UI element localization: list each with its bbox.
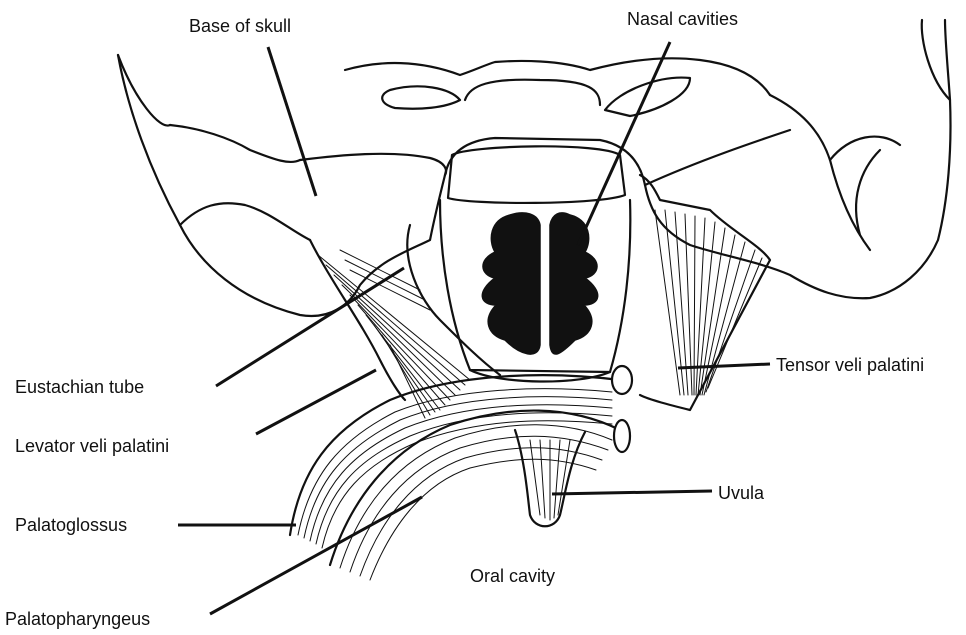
leader-palatopharyngeus: [210, 497, 422, 614]
label-uvula: Uvula: [718, 483, 764, 503]
leader-lines: [178, 42, 770, 614]
label-palatoglossus: Palatoglossus: [15, 515, 127, 535]
label-oral-cavity: Oral cavity: [470, 566, 555, 586]
label-tensor-veli-palatini: Tensor veli palatini: [776, 355, 924, 375]
label-eustachian-tube: Eustachian tube: [15, 377, 144, 397]
leader-tensor-veli-palatini: [678, 364, 770, 368]
palatal-arches: [290, 366, 632, 580]
label-base-of-skull: Base of skull: [189, 16, 291, 36]
label-palatopharyngeus: Palatopharyngeus: [5, 609, 150, 629]
leader-levator-veli-palatini: [256, 370, 376, 434]
leader-base-of-skull: [268, 47, 316, 196]
tensor-veli-palatini-muscle: [640, 175, 770, 410]
nasal-choanae: [482, 213, 597, 354]
label-nasal-cavities: Nasal cavities: [627, 9, 738, 29]
label-levator-veli-palatini: Levator veli palatini: [15, 436, 169, 456]
uvula-shape: [515, 430, 585, 526]
leader-uvula: [552, 491, 712, 494]
